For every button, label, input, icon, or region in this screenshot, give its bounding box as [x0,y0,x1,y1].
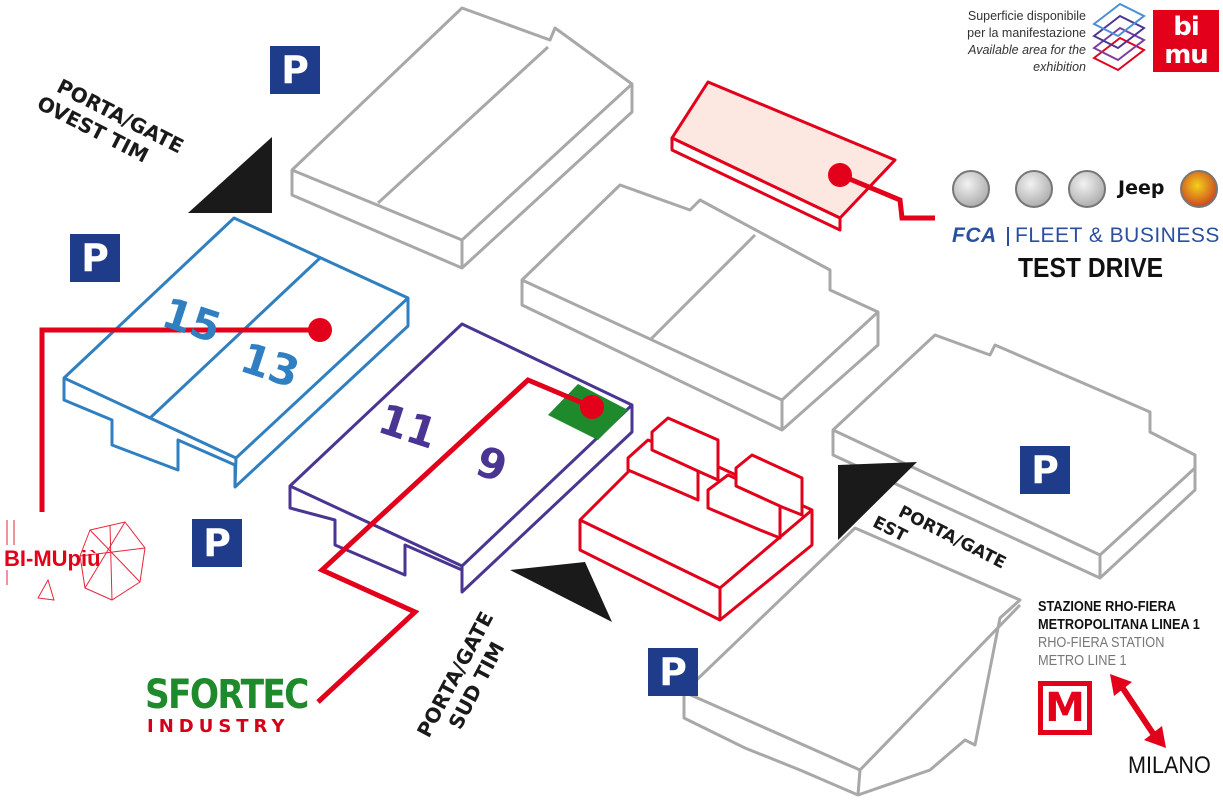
legend-line-1: Superficie disponibile [967,9,1086,23]
pavilion-center [520,183,880,432]
bimupiu-logo-text: BI-MUpiù [4,546,101,571]
station-line-2: METROPOLITANA LINEA 1 [1038,617,1200,633]
parking-marker: P [70,234,120,282]
fiat-icon [1015,170,1053,208]
marker-test-drive [828,163,852,187]
marker-sfortec [580,395,604,419]
gate-arrow-est [838,462,917,540]
sfortec-subtitle: INDUSTRY [147,716,290,737]
bimu-logo-top: bi [1173,12,1200,42]
metro-symbol: M [1043,686,1087,730]
hall-15-13 [62,216,410,489]
test-drive-label: TEST DRIVE [1018,252,1164,283]
milano-direction-arrow [1110,674,1166,748]
bimu-logo: bi mu [1153,10,1219,72]
pavilion-south-east [682,526,1022,797]
metro-icon: M [1038,681,1092,735]
fiat-professional-icon [1068,170,1106,208]
abarth-icon [1180,170,1218,208]
legend-line-4: exhibition [1033,60,1086,74]
legend-line-3: Available area for the [968,43,1086,57]
milano-label: MILANO [1128,752,1211,779]
pavilion-north-west [290,6,634,270]
station-line-4: METRO LINE 1 [1038,653,1127,669]
bimupiu-geodesic-icon [6,520,146,601]
legend-layers-icon [1092,2,1146,72]
bimu-logo-bottom: mu [1164,40,1209,70]
parking-marker: P [1020,446,1070,494]
legend-text: Superficie disponibile per la manifestaz… [900,8,1086,76]
alfa-romeo-icon [952,170,990,208]
gate-arrow-ovest [188,137,272,213]
gate-arrow-sud [510,562,612,622]
pavilion-east [831,333,1197,580]
station-line-1: STAZIONE RHO-FIERA [1038,599,1176,615]
connector-lines [39,172,935,704]
fca-text: FLEET & BUSINESS [1015,224,1220,247]
marker-bimupiu [308,318,332,342]
parking-marker: P [648,648,698,696]
parking-marker: P [192,519,242,567]
metro-station-info: STAZIONE RHO-FIERA METROPOLITANA LINEA 1… [1038,598,1200,670]
station-line-3: RHO-FIERA STATION [1038,635,1165,651]
legend-line-2: per la manifestazione [967,26,1086,40]
fca-mark: FCA [952,224,997,247]
parking-marker: P [270,46,320,94]
jeep-logo: Jeep [1118,177,1165,199]
exhibition-block-red [578,416,814,622]
fca-fleet-business-logo: FCA FLEET & BUSINESS [952,224,1220,248]
sfortec-logo: SFORTEC [145,672,309,718]
